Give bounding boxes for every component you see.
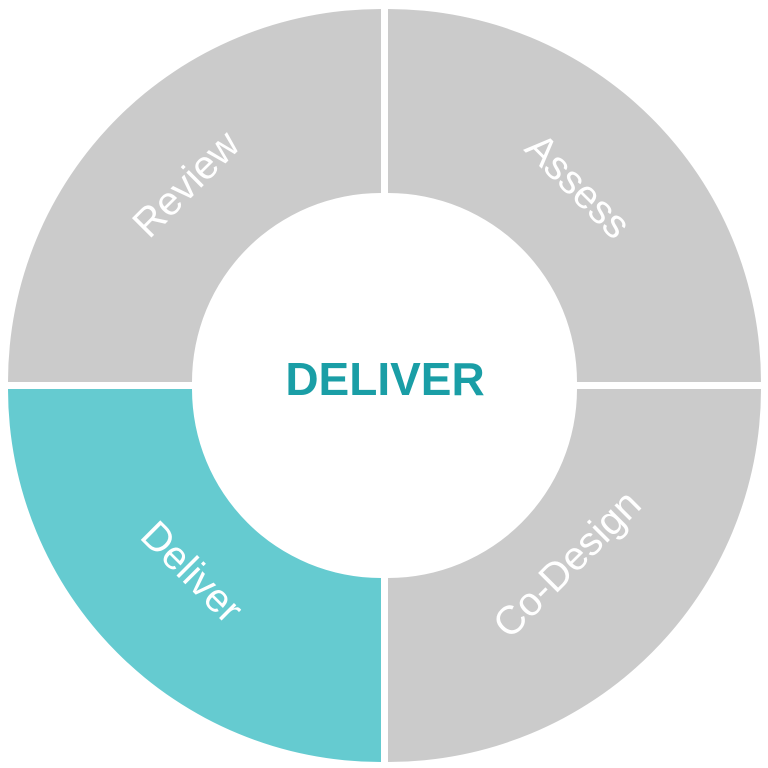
- center-hub: [197, 197, 573, 573]
- segment-co-design[interactable]: [388, 389, 761, 762]
- segment-assess[interactable]: [388, 9, 761, 382]
- segment-review[interactable]: [8, 9, 381, 382]
- segment-deliver[interactable]: [8, 389, 381, 762]
- center-title: DELIVER: [285, 353, 484, 405]
